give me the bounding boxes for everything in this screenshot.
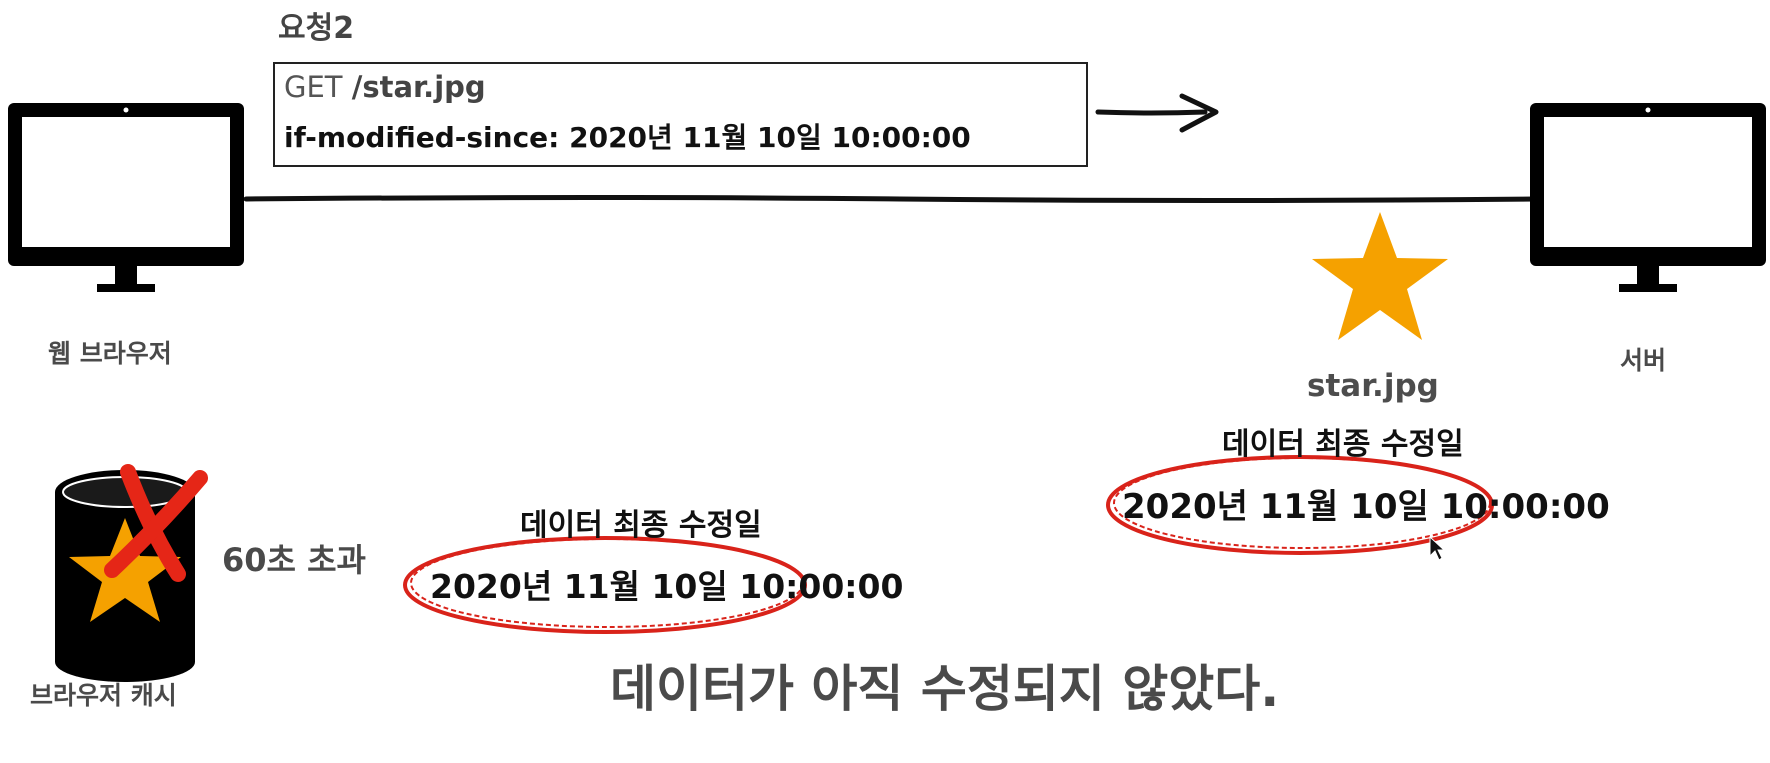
- cross-icon: [104, 464, 208, 582]
- server-monitor-icon: [1530, 103, 1766, 292]
- resource-star-icon: [1312, 212, 1448, 340]
- cache-last-modified-value: 2020년 11월 10일 10:00:00: [430, 567, 904, 606]
- request-line: GET /star.jpg: [284, 73, 486, 102]
- mouse-cursor-icon: [1429, 535, 1446, 561]
- server-last-modified-value: 2020년 11월 10일 10:00:00: [1122, 487, 1610, 527]
- request-path: /star.jpg: [351, 70, 486, 104]
- server-date-highlight: [1106, 455, 1494, 555]
- request-header: if-modified-since: 2020년 11월 10일 10:00:0…: [284, 121, 971, 154]
- cache-label: 브라우저 캐시: [30, 681, 177, 710]
- connection-line: [243, 195, 1538, 203]
- server-last-modified-label: 데이터 최종 수정일: [1222, 427, 1464, 462]
- cached-star-icon: [69, 518, 181, 622]
- request-title: 요청2: [278, 11, 355, 46]
- request-message-box: [273, 62, 1088, 167]
- arrow-right-icon: [1095, 93, 1219, 133]
- request-method: GET: [284, 70, 352, 104]
- cache-database-icon: [55, 470, 195, 682]
- cache-last-modified-label: 데이터 최종 수정일: [520, 508, 762, 543]
- resource-name: star.jpg: [1307, 368, 1439, 404]
- browser-label: 웹 브라우저: [48, 339, 172, 368]
- browser-monitor-icon: [8, 103, 244, 292]
- cache-expired-label: 60초 초과: [222, 541, 366, 579]
- conclusion-text: 데이터가 아직 수정되지 않았다.: [610, 660, 1280, 718]
- cache-date-highlight: [403, 536, 807, 634]
- server-label: 서버: [1620, 346, 1667, 375]
